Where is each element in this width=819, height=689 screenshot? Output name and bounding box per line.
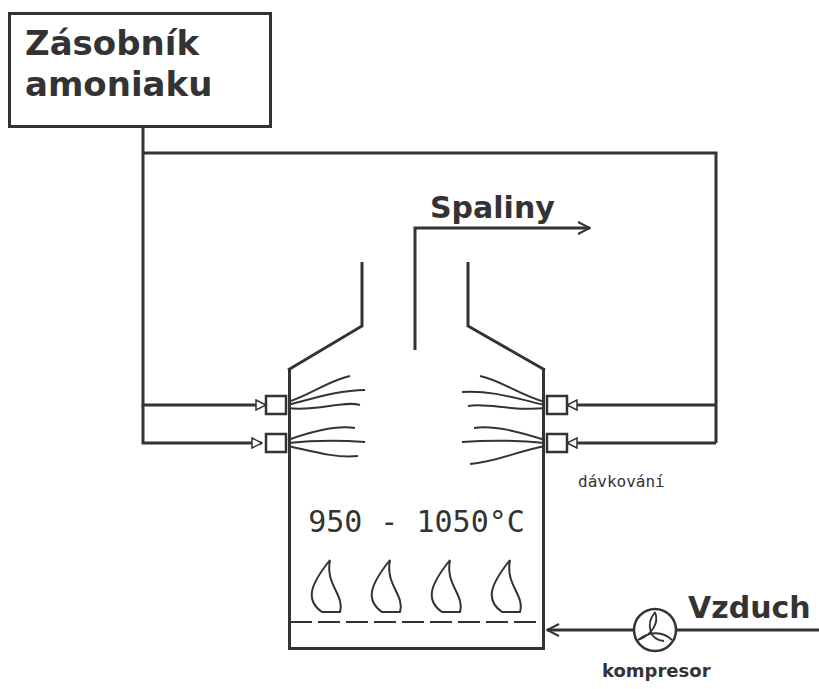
air-line [547, 629, 633, 632]
ammonia-feed-line [143, 128, 266, 405]
air-line [677, 629, 819, 632]
flames [312, 560, 521, 612]
furnace-hood [468, 262, 545, 370]
compressor-label: kompresor [602, 660, 711, 681]
furnace-body: 950 - 1050°C [288, 368, 545, 650]
flue-gas-line [415, 228, 590, 350]
ammonia-pipe [567, 442, 716, 445]
flue-gas-label: Spaliny [430, 190, 555, 225]
ammonia-spray [288, 376, 545, 464]
node-text: Zásobník amoniaku [25, 23, 255, 105]
ammonia-pipe [143, 405, 262, 443]
air-label: Vzduch [688, 590, 811, 625]
node-text: 950 - 1050°C [297, 504, 536, 540]
furnace-hood [288, 262, 362, 370]
dosing-label: dávkování [578, 472, 665, 491]
nozzles [266, 396, 567, 452]
ammonia-pipe [143, 153, 716, 443]
burner-grate [290, 621, 543, 623]
compressor-symbol [634, 609, 676, 651]
ammonia-pipe [567, 404, 716, 407]
tank-box: Zásobník amoniaku [8, 12, 272, 128]
